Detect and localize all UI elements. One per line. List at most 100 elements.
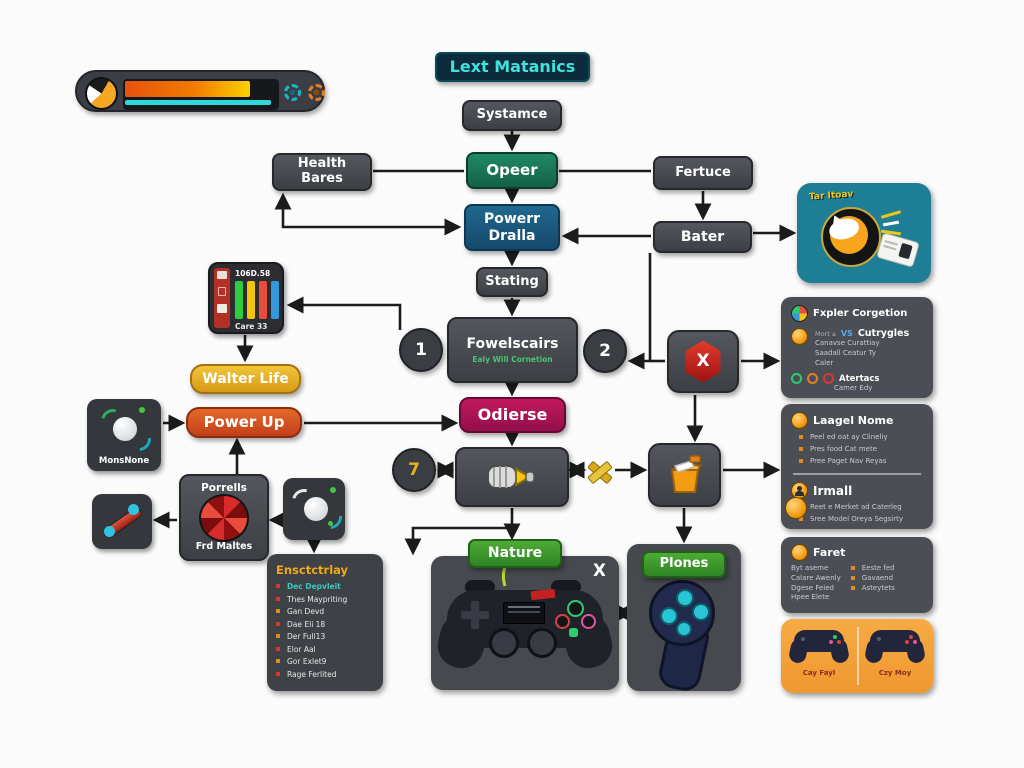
node-label: Health Bares	[297, 156, 347, 186]
item-text: Dae Eli 18	[287, 619, 326, 629]
panel-header-row: Fxpler Corgetion	[791, 305, 923, 322]
joystick-head	[649, 580, 715, 646]
nature-label: Nature	[468, 539, 562, 568]
red-hexagon-x-icon: X	[685, 340, 721, 383]
left-column: Byt aseme Calare Awenly Dgese Feied Hpee…	[791, 564, 841, 603]
bullet	[276, 584, 280, 588]
node-walter-life: Walter Life	[190, 364, 301, 394]
bullet-text: Pres food Cat mete	[810, 444, 878, 453]
stat-red-strip	[214, 268, 230, 328]
health-hud	[75, 70, 325, 112]
marker-circle-2: 2	[583, 329, 627, 373]
node-label: Fertuce	[675, 164, 731, 180]
card-title: Tar Itoav	[808, 189, 854, 203]
node-label: Odierse	[477, 404, 548, 424]
monster-box-2	[283, 478, 347, 540]
bullet	[799, 517, 803, 522]
pacman-badge-icon	[85, 77, 118, 110]
item-text: Elor Aal	[287, 644, 316, 654]
button-red	[555, 614, 570, 629]
bullet-text: Eeste fed	[861, 564, 895, 572]
node-label: Opeer	[486, 160, 538, 179]
star-burst-icon	[585, 457, 613, 485]
cyan-button	[692, 603, 710, 621]
detail-line: Byt aseme	[791, 564, 829, 572]
orange-ring-icon	[807, 373, 818, 385]
detail-line: Saadall Ceatur Ty	[815, 348, 876, 357]
stat-header: 106D.58	[235, 269, 271, 278]
bullet	[276, 634, 280, 638]
marker-text: 2	[599, 341, 611, 361]
panel-footer-row: Atertacs	[791, 373, 923, 385]
node-label: Power Up	[203, 412, 285, 431]
node-title: Fowelscairs	[466, 335, 559, 352]
vs-badge: VS	[840, 329, 853, 338]
strip-glyph	[218, 287, 226, 296]
gear-icon	[308, 84, 325, 101]
ensctcrlay-title: Ensctctrlay	[276, 563, 349, 577]
loot-box-icon	[670, 455, 701, 493]
list-item: Rage Ferlited	[276, 670, 374, 679]
person-head	[797, 486, 802, 492]
node-power-up: Power Up	[186, 407, 302, 438]
cyan-button	[676, 589, 694, 607]
page-title-text: Lext Matanics	[449, 56, 576, 76]
panel-header-row: Irmall	[791, 482, 923, 500]
list-item: Thes Maypriting	[276, 595, 374, 604]
porrells-box: Porrells Frd Maltes	[179, 474, 269, 561]
gamepad-caption: Cay Fayl	[802, 669, 836, 677]
right-column: Eeste fed Gavaend Asteytets	[850, 564, 895, 603]
bullet	[799, 435, 803, 439]
bullet	[850, 566, 855, 570]
console-screen	[898, 242, 913, 260]
node-label: Stating	[485, 273, 539, 289]
node-label: Systamce	[476, 107, 548, 123]
bullet-item: Peel ed oat ay Clineliy	[799, 433, 923, 443]
panel-header: Faret	[813, 546, 846, 559]
bullet-text: Sree Model Oreya Segsirty	[810, 515, 903, 524]
propeller-box	[92, 494, 152, 549]
bullet-item: Pree Paget Nav Reyas	[799, 457, 923, 467]
bullet	[850, 575, 855, 580]
detail-line: Calare Awenly	[791, 573, 841, 582]
porrells-title: Porrells	[201, 482, 247, 494]
panel-body: Mort a VS Cutrygles Canavse Curattiay Sa…	[815, 328, 909, 368]
orange-dot-icon	[791, 544, 808, 561]
list-item: Dae Eli 18	[276, 620, 374, 629]
subheader2-text: Atertacs	[839, 373, 880, 384]
bullet	[799, 446, 803, 451]
item-text: Der Full13	[287, 632, 326, 641]
panel-columns: Byt aseme Calare Awenly Dgese Feied Hpee…	[791, 564, 923, 603]
gamepad-caption: Czy Moy	[878, 669, 912, 677]
bullet-text: Peel ed oat ay Clineliy	[810, 433, 888, 441]
panel-body-row: Mort a VS Cutrygles Canavse Curattiay Sa…	[791, 328, 923, 368]
detail-line: Canavse Curattiay	[815, 339, 880, 347]
bullet	[276, 621, 280, 626]
marker-circle-7: 7	[392, 448, 436, 492]
bullet-text: Reet e Merket ad Caterleg	[810, 503, 902, 512]
list-item: Der Full13	[276, 632, 374, 641]
node-odierse: Odierse	[459, 397, 566, 433]
monster-joystick-icon	[96, 404, 156, 456]
red-ring-icon	[823, 373, 834, 385]
fxpler-panel: Fxpler Corgetion Mort a VS Cutrygles Can…	[781, 297, 933, 398]
gamepad-screen	[503, 602, 545, 624]
screen-line	[508, 606, 540, 608]
green-ring-icon	[791, 373, 802, 385]
kicker-text: Mort a	[815, 330, 836, 338]
console-icon	[876, 232, 920, 268]
gamepad-left-icon: Cay Fayl	[787, 627, 851, 677]
bullet	[276, 609, 280, 613]
page-title: Lext Matanics	[435, 52, 590, 82]
pinwheel-icon	[199, 494, 249, 543]
detail-line: Dgese Feied	[791, 583, 834, 592]
orange-dot-icon	[791, 328, 808, 345]
person-body	[795, 491, 804, 497]
button-green	[567, 600, 584, 617]
label-text: Plones	[659, 556, 709, 572]
node-powerr-dralla: Powerr Dralla	[464, 204, 560, 251]
cyan-button	[676, 621, 692, 637]
item-text: Gor Exlet9	[287, 657, 327, 666]
propeller-icon	[100, 502, 144, 540]
console-line	[883, 244, 897, 251]
